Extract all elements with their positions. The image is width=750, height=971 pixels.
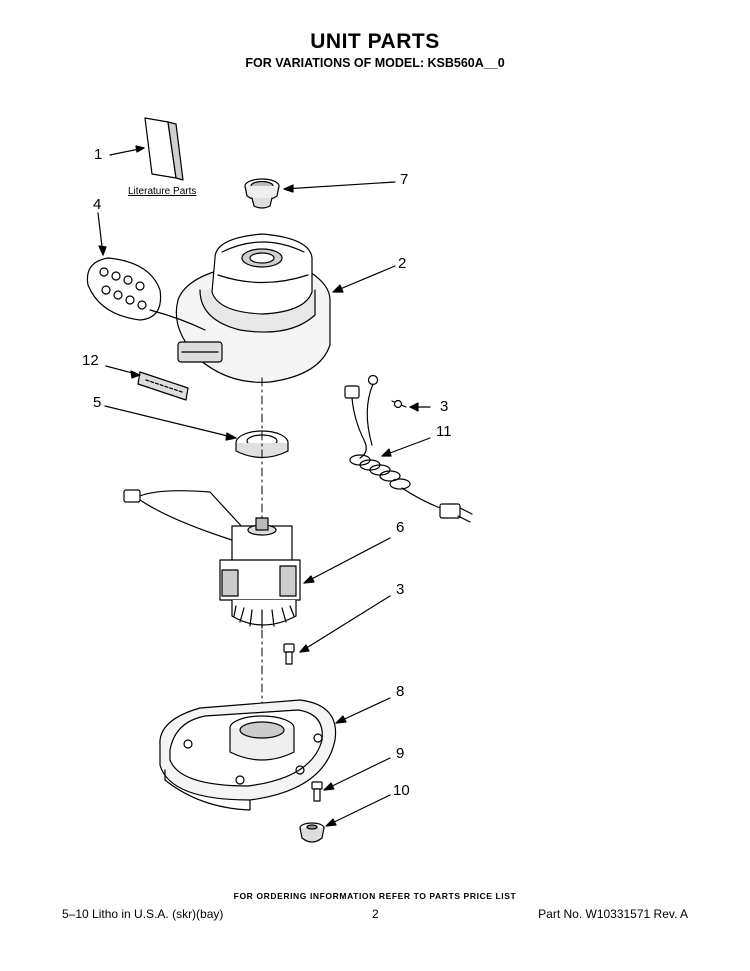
- callout-5: 5: [93, 394, 102, 411]
- part-bottom-plate: [159, 697, 391, 811]
- callout-3-lower: 3: [396, 581, 405, 598]
- page-title: UNIT PARTS: [310, 30, 440, 53]
- callout-4: 4: [93, 196, 102, 213]
- callout-9: 9: [396, 745, 405, 762]
- part-gasket-ring: [104, 405, 289, 459]
- part-plate-screw: [311, 757, 391, 802]
- callout-3-upper: 3: [440, 398, 449, 415]
- callout-11: 11: [436, 423, 452, 440]
- model-subtitle: FOR VARIATIONS OF MODEL: KSB560A__0: [245, 56, 505, 70]
- callout-10: 10: [393, 782, 410, 799]
- part-number: Part No. W10331571 Rev. A: [538, 907, 688, 921]
- callout-7: 7: [400, 171, 409, 188]
- part-ground-screw: [344, 374, 431, 412]
- part-power-cord: [349, 383, 473, 523]
- page-number: 2: [372, 907, 379, 921]
- part-rubber-foot: [299, 794, 391, 843]
- part-literature-booklet: [109, 117, 184, 181]
- part-control-panel: [86, 212, 206, 331]
- callout-6: 6: [396, 519, 405, 536]
- callout-12: 12: [82, 352, 99, 369]
- literature-parts-label: Literature Parts: [128, 186, 197, 197]
- part-motor: [123, 489, 391, 629]
- part-name-badge: [105, 365, 189, 401]
- ordering-note: FOR ORDERING INFORMATION REFER TO PARTS …: [233, 891, 517, 901]
- part-drive-coupler: [244, 178, 396, 209]
- part-motor-screw: [283, 595, 391, 665]
- callout-2: 2: [398, 255, 407, 272]
- callout-8: 8: [396, 683, 405, 700]
- callout-1: 1: [94, 146, 103, 163]
- litho-note: 5–10 Litho in U.S.A. (skr)(bay): [62, 907, 224, 921]
- part-base-housing: [175, 233, 396, 383]
